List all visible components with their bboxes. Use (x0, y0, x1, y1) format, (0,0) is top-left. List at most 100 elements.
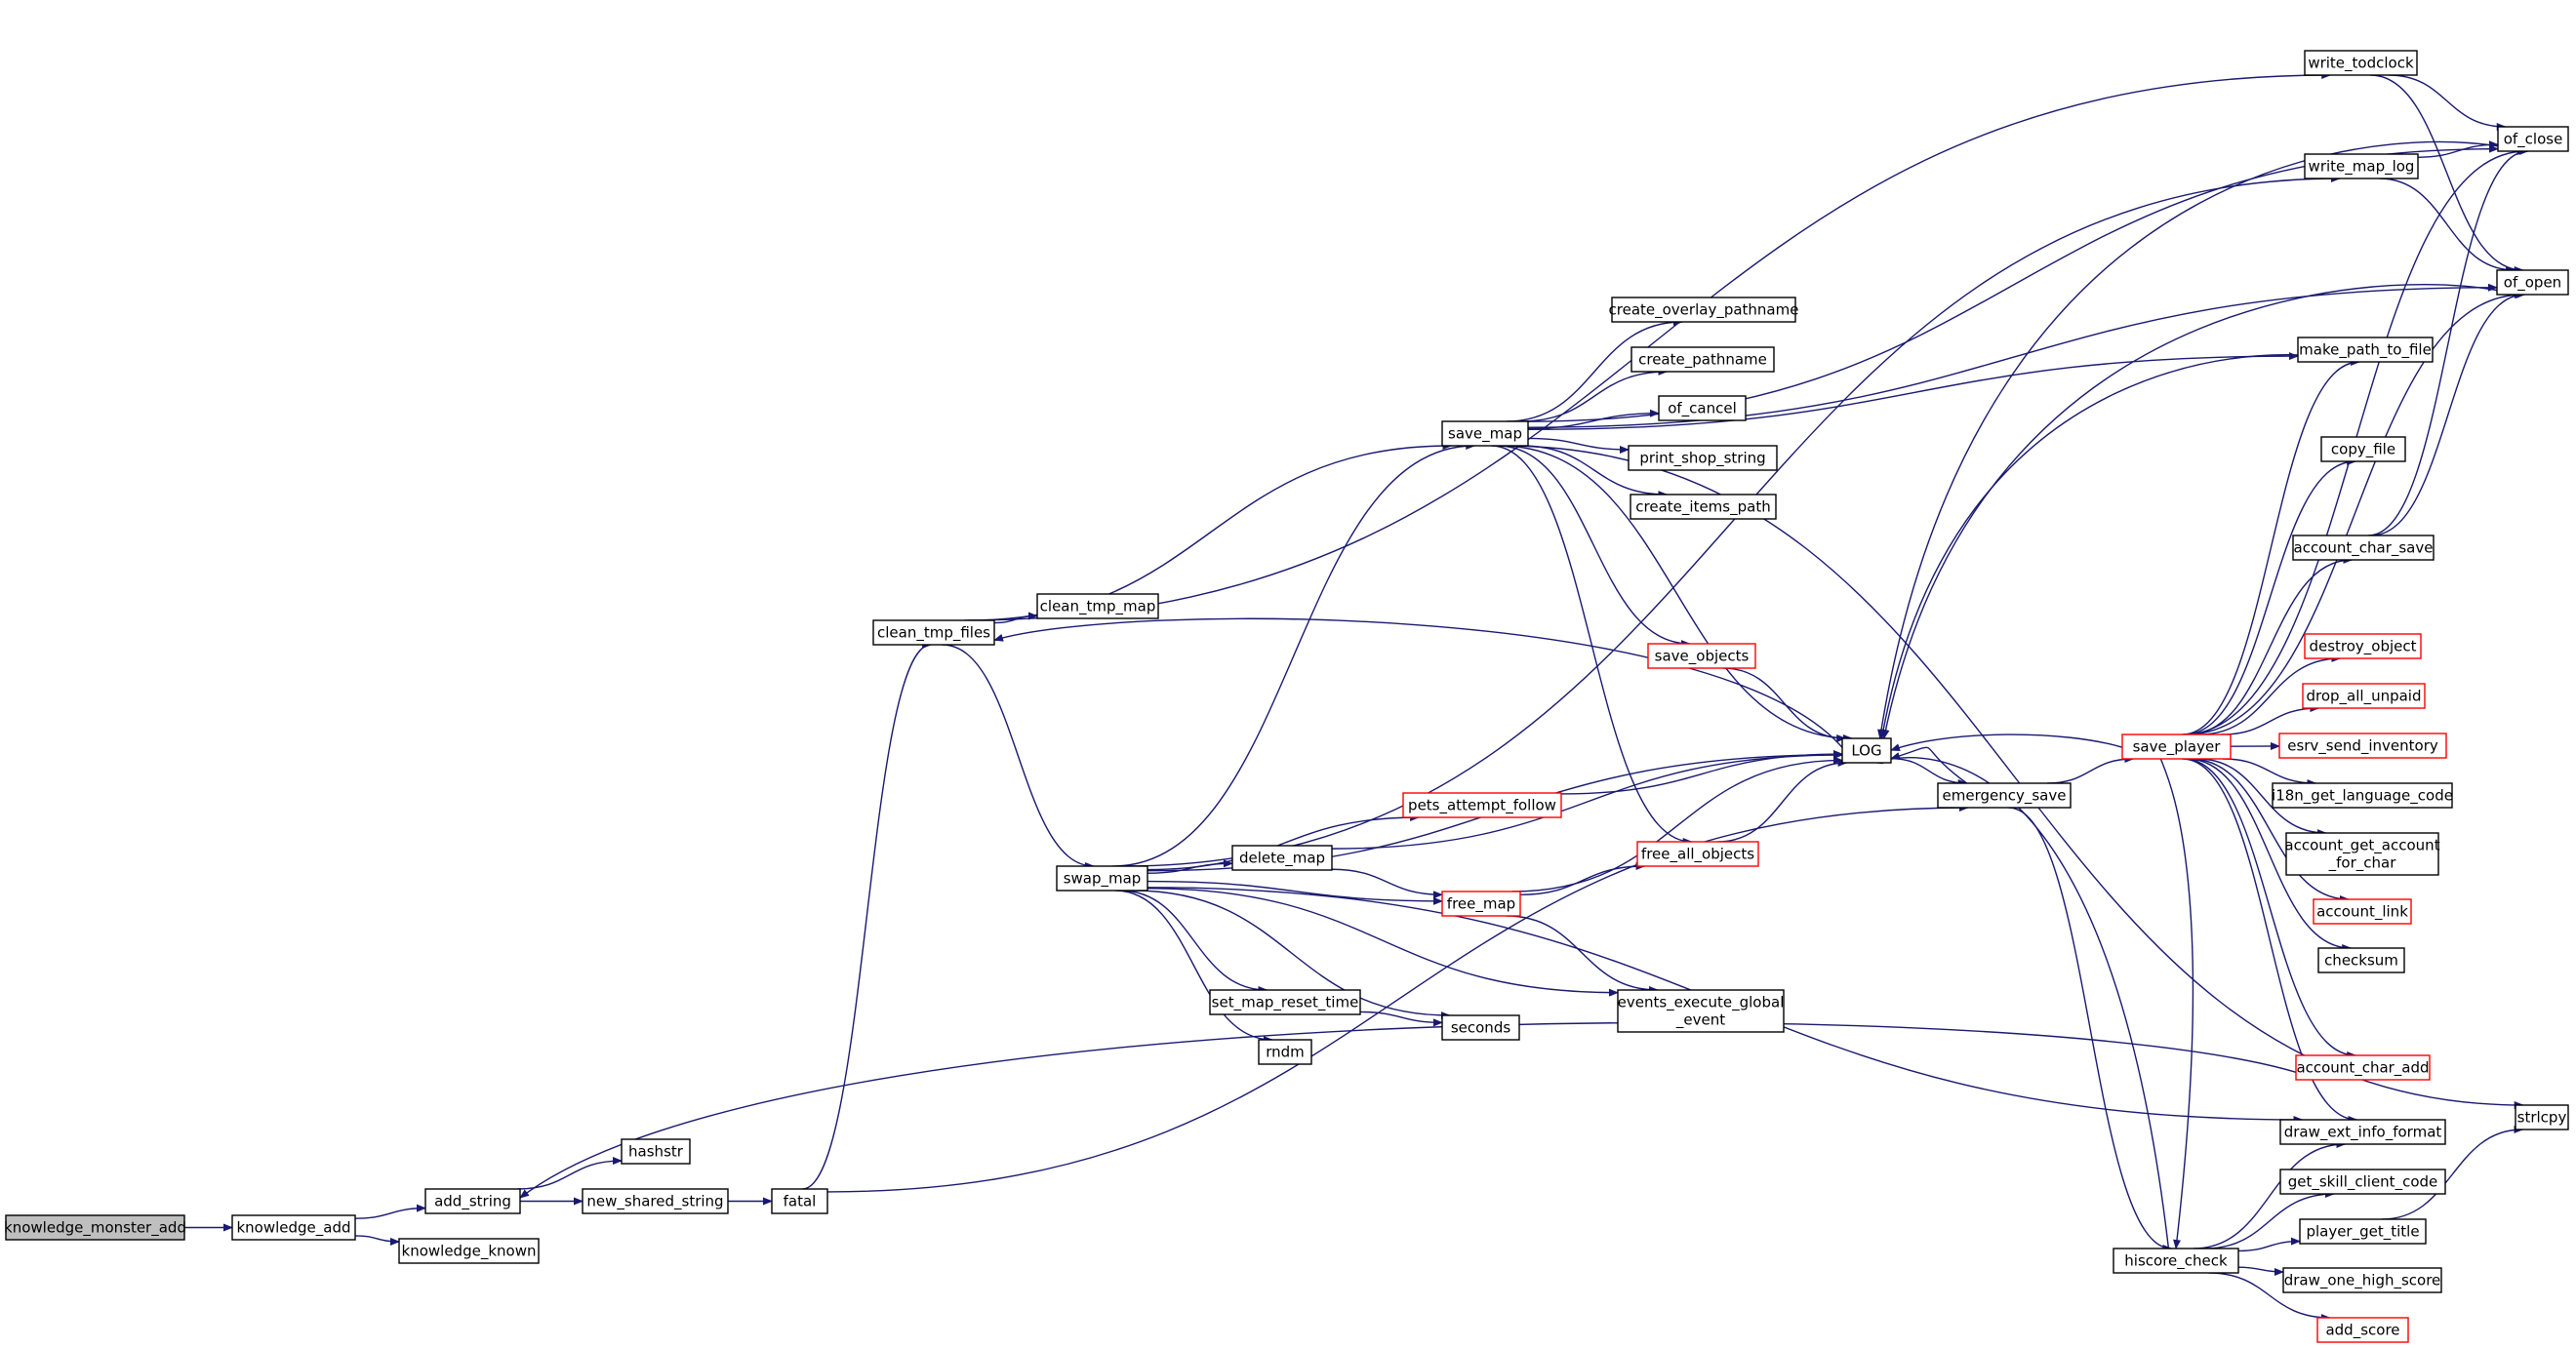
node-box[interactable] (2299, 1218, 2427, 1245)
node-box[interactable] (2272, 782, 2453, 809)
node-box[interactable] (2320, 436, 2406, 462)
node-box[interactable] (2295, 1054, 2431, 1081)
node-box[interactable] (1630, 494, 1777, 520)
node-box[interactable] (5, 1214, 185, 1241)
node-box[interactable] (2316, 1317, 2409, 1343)
node-box[interactable] (1209, 989, 1361, 1015)
node-box[interactable] (2302, 683, 2426, 709)
node-make_path_to_file[interactable]: make_path_to_file (2297, 337, 2434, 363)
node-box[interactable] (2279, 1119, 2446, 1145)
node-create_overlay_pathname[interactable]: create_overlay_pathname (1609, 297, 1799, 323)
node-copy_file[interactable]: copy_file (2320, 436, 2406, 462)
node-add_score[interactable]: add_score (2316, 1317, 2409, 1343)
node-box[interactable] (1036, 593, 1159, 619)
node-fatal[interactable]: fatal (771, 1188, 828, 1214)
node-box[interactable] (1611, 297, 1796, 323)
node-box[interactable] (1647, 643, 1756, 669)
node-get_skill_client_code[interactable]: get_skill_client_code (2279, 1169, 2446, 1195)
node-box[interactable] (1441, 420, 1529, 447)
node-save_map[interactable]: save_map (1441, 420, 1529, 447)
node-box[interactable] (1617, 989, 1785, 1033)
node-hiscore_check[interactable]: hiscore_check (2113, 1248, 2239, 1274)
node-account_get_account_for_char[interactable]: account_get_account_for_char (2284, 832, 2440, 876)
node-box[interactable] (872, 619, 995, 646)
node-pets_attempt_follow[interactable]: pets_attempt_follow (1402, 792, 1562, 818)
node-box[interactable] (2317, 947, 2405, 973)
node-account_link[interactable]: account_link (2313, 898, 2412, 925)
node-i18n_get_language_code[interactable]: i18n_get_language_code (2272, 782, 2453, 809)
node-hashstr[interactable]: hashstr (621, 1138, 691, 1165)
node-rndm[interactable]: rndm (1258, 1039, 1312, 1065)
node-of_cancel[interactable]: of_cancel (1658, 395, 1747, 421)
node-delete_map[interactable]: delete_map (1231, 845, 1333, 871)
node-box[interactable] (1628, 445, 1778, 471)
node-draw_one_high_score[interactable]: draw_one_high_score (2282, 1267, 2442, 1293)
node-box[interactable] (2292, 535, 2435, 561)
node-account_char_add[interactable]: account_char_add (2295, 1054, 2431, 1081)
node-box[interactable] (1402, 792, 1562, 818)
node-box[interactable] (1258, 1039, 1312, 1065)
node-box[interactable] (2515, 1104, 2569, 1130)
node-events_execute_global_event[interactable]: events_execute_global_event (1617, 989, 1785, 1033)
node-new_shared_string[interactable]: new_shared_string (582, 1188, 729, 1214)
node-box[interactable] (621, 1138, 691, 1165)
node-print_shop_string[interactable]: print_shop_string (1628, 445, 1778, 471)
node-of_open[interactable]: of_open (2496, 269, 2569, 296)
node-esrv_send_inventory[interactable]: esrv_send_inventory (2278, 733, 2447, 759)
node-swap_map[interactable]: swap_map (1056, 865, 1148, 892)
node-of_close[interactable]: of_close (2497, 126, 2569, 152)
node-draw_ext_info_format[interactable]: draw_ext_info_format (2279, 1119, 2446, 1145)
node-box[interactable] (2282, 1267, 2442, 1293)
node-box[interactable] (1658, 395, 1747, 421)
node-drop_all_unpaid[interactable]: drop_all_unpaid (2302, 683, 2426, 709)
node-box[interactable] (1441, 1014, 1520, 1041)
node-save_objects[interactable]: save_objects (1647, 643, 1756, 669)
node-create_pathname[interactable]: create_pathname (1630, 346, 1775, 373)
node-box[interactable] (1841, 737, 1892, 764)
node-box[interactable] (2497, 126, 2569, 152)
node-knowledge_add[interactable]: knowledge_add (231, 1214, 356, 1241)
node-clean_tmp_map[interactable]: clean_tmp_map (1036, 593, 1159, 619)
node-knowledge_monster_add[interactable]: knowledge_monster_add (4, 1214, 186, 1241)
node-add_string[interactable]: add_string (424, 1188, 521, 1214)
node-box[interactable] (1630, 346, 1775, 373)
node-box[interactable] (2297, 337, 2434, 363)
node-write_map_log[interactable]: write_map_log (2304, 153, 2419, 179)
node-emergency_save[interactable]: emergency_save (1937, 782, 2072, 809)
node-box[interactable] (1636, 841, 1759, 867)
node-seconds[interactable]: seconds (1441, 1014, 1520, 1041)
node-player_get_title[interactable]: player_get_title (2299, 1218, 2427, 1245)
node-box[interactable] (2285, 832, 2439, 876)
node-box[interactable] (2313, 898, 2412, 925)
node-box[interactable] (1937, 782, 2072, 809)
node-box[interactable] (771, 1188, 828, 1214)
node-box[interactable] (2304, 633, 2422, 659)
node-create_items_path[interactable]: create_items_path (1630, 494, 1777, 520)
node-box[interactable] (2496, 269, 2569, 296)
node-account_char_save[interactable]: account_char_save (2292, 535, 2435, 561)
node-box[interactable] (398, 1238, 540, 1264)
node-strlcpy[interactable]: strlcpy (2515, 1104, 2569, 1130)
node-box[interactable] (424, 1188, 521, 1214)
node-clean_tmp_files[interactable]: clean_tmp_files (872, 619, 995, 646)
node-box[interactable] (1056, 865, 1148, 892)
node-free_all_objects[interactable]: free_all_objects (1636, 841, 1759, 867)
node-box[interactable] (2304, 50, 2418, 76)
node-set_map_reset_time[interactable]: set_map_reset_time (1209, 989, 1361, 1015)
node-box[interactable] (2279, 1169, 2446, 1195)
node-write_todclock[interactable]: write_todclock (2304, 50, 2418, 76)
node-box[interactable] (2278, 733, 2447, 759)
node-free_map[interactable]: free_map (1441, 891, 1521, 917)
node-knowledge_known[interactable]: knowledge_known (398, 1238, 540, 1264)
node-box[interactable] (582, 1188, 729, 1214)
node-box[interactable] (2304, 153, 2419, 179)
node-box[interactable] (1231, 845, 1333, 871)
node-save_player[interactable]: save_player (2121, 733, 2232, 760)
node-box[interactable] (231, 1214, 356, 1241)
node-box[interactable] (2121, 733, 2232, 760)
node-box[interactable] (1441, 891, 1521, 917)
node-checksum[interactable]: checksum (2317, 947, 2405, 973)
node-LOG[interactable]: LOG (1841, 737, 1892, 764)
node-destroy_object[interactable]: destroy_object (2304, 633, 2422, 659)
node-box[interactable] (2113, 1248, 2239, 1274)
